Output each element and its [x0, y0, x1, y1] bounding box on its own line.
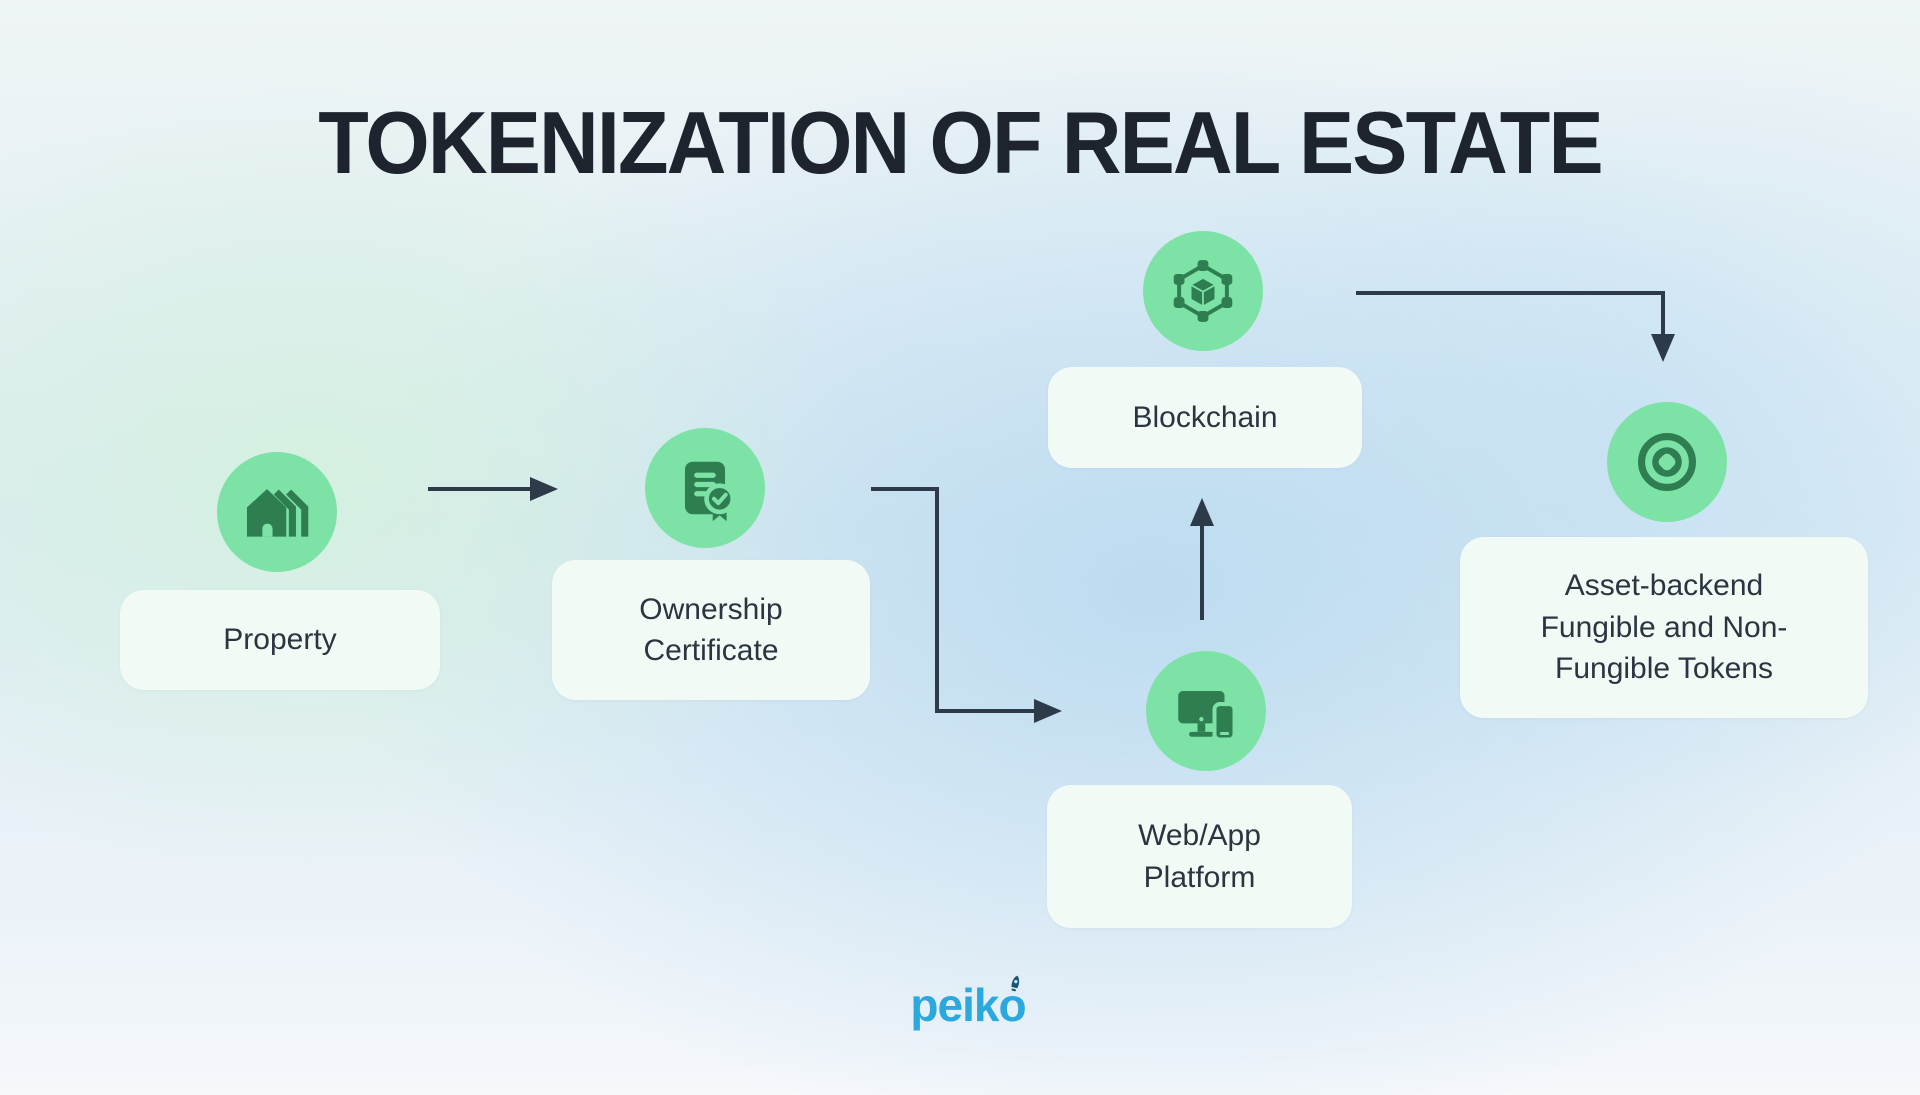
- blockchain-label: Blockchain: [1132, 400, 1278, 434]
- tokens-label-box: Asset-backend Fungible and Non- Fungible…: [1460, 537, 1868, 718]
- devices-icon: [1178, 690, 1237, 742]
- page-title: TOKENIZATION OF REAL ESTATE: [318, 93, 1603, 192]
- arrow-property-to-certificate: [428, 477, 558, 501]
- certificate-label-box: Ownership Certificate: [552, 560, 870, 700]
- property-label: Property: [223, 623, 337, 657]
- peiko-logo-text: peiko: [910, 979, 1026, 1031]
- webapp-label: Web/App Platform: [1138, 819, 1261, 894]
- rocket-icon: [1011, 975, 1020, 992]
- arrow-certificate-to-webapp: [871, 487, 1062, 723]
- blockchain-label-box: Blockchain: [1048, 367, 1362, 468]
- arrow-webapp-to-blockchain: [1190, 498, 1214, 620]
- certificate-label: Ownership Certificate: [639, 592, 783, 667]
- peiko-logo: peiko: [908, 975, 1028, 1048]
- coin-icon: [1638, 433, 1696, 491]
- blockchain-node-circle: [1143, 231, 1263, 351]
- webapp-node-circle: [1146, 651, 1266, 771]
- tokens-label: Asset-backend Fungible and Non- Fungible…: [1540, 569, 1788, 686]
- certificate-node-circle: [645, 428, 765, 548]
- property-label-box: Property: [120, 590, 440, 690]
- certificate-icon: [684, 461, 736, 522]
- property-node-circle: [217, 452, 337, 572]
- blockchain-cube-icon: [1173, 260, 1233, 322]
- tokens-node-circle: [1607, 402, 1727, 522]
- arrow-blockchain-to-tokens: [1356, 291, 1675, 362]
- house-icon: [246, 489, 309, 537]
- webapp-label-box: Web/App Platform: [1047, 785, 1352, 928]
